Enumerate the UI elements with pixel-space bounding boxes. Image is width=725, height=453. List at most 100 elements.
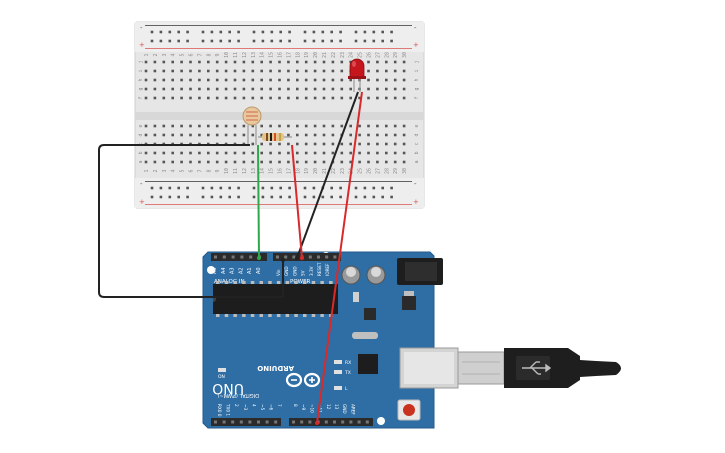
- breadboard-hole[interactable]: [296, 151, 299, 155]
- breadboard-hole[interactable]: [287, 142, 290, 146]
- header-pin[interactable]: [240, 255, 244, 259]
- rail-hole[interactable]: [219, 186, 223, 190]
- breadboard-hole[interactable]: [251, 60, 255, 64]
- breadboard-hole[interactable]: [215, 87, 219, 91]
- rail-hole[interactable]: [390, 39, 393, 43]
- breadboard-hole[interactable]: [304, 69, 308, 73]
- rail-hole[interactable]: [237, 186, 240, 190]
- breadboard-hole[interactable]: [260, 133, 263, 137]
- rail-hole[interactable]: [270, 30, 274, 34]
- rail-hole[interactable]: [252, 195, 256, 199]
- breadboard-hole[interactable]: [153, 69, 157, 73]
- breadboard-hole[interactable]: [287, 69, 290, 73]
- rail-hole[interactable]: [381, 30, 384, 34]
- breadboard-hole[interactable]: [198, 133, 201, 137]
- breadboard-hole[interactable]: [402, 96, 406, 100]
- breadboard-hole[interactable]: [251, 87, 255, 91]
- breadboard-hole[interactable]: [340, 69, 344, 73]
- breadboard-hole[interactable]: [180, 69, 183, 73]
- rail-hole[interactable]: [288, 195, 291, 199]
- led-icon[interactable]: [348, 58, 366, 92]
- rail-hole[interactable]: [168, 186, 172, 190]
- breadboard-hole[interactable]: [393, 69, 397, 73]
- breadboard-hole[interactable]: [269, 142, 272, 146]
- breadboard-hole[interactable]: [260, 60, 263, 64]
- breadboard-hole[interactable]: [340, 124, 344, 128]
- rail-hole[interactable]: [261, 30, 265, 34]
- breadboard-hole[interactable]: [171, 124, 174, 128]
- power-wire-red[interactable]: [291, 144, 303, 259]
- breadboard-hole[interactable]: [162, 69, 166, 73]
- breadboard-hole[interactable]: [393, 160, 397, 164]
- breadboard-hole[interactable]: [153, 124, 157, 128]
- breadboard-hole[interactable]: [251, 69, 255, 73]
- rail-hole[interactable]: [372, 195, 376, 199]
- breadboard-hole[interactable]: [358, 124, 361, 128]
- rail-hole[interactable]: [354, 195, 358, 199]
- breadboard-hole[interactable]: [402, 60, 406, 64]
- breadboard-hole[interactable]: [322, 60, 326, 64]
- rail-hole[interactable]: [312, 39, 316, 43]
- breadboard-hole[interactable]: [144, 69, 148, 73]
- breadboard-hole[interactable]: [296, 124, 299, 128]
- header-pin[interactable]: [324, 420, 328, 424]
- signal-wire-green[interactable]: [257, 144, 260, 259]
- breadboard-hole[interactable]: [198, 160, 201, 164]
- header-pin[interactable]: [274, 420, 278, 424]
- rail-hole[interactable]: [381, 39, 384, 43]
- breadboard-hole[interactable]: [233, 151, 237, 155]
- breadboard-hole[interactable]: [296, 87, 299, 91]
- header-pin[interactable]: [300, 420, 304, 424]
- rail-hole[interactable]: [159, 30, 163, 34]
- rail-hole[interactable]: [252, 30, 256, 34]
- breadboard-hole[interactable]: [340, 87, 344, 91]
- breadboard-hole[interactable]: [376, 133, 379, 137]
- breadboard-hole[interactable]: [322, 142, 326, 146]
- breadboard-hole[interactable]: [287, 96, 290, 100]
- breadboard-hole[interactable]: [153, 78, 157, 82]
- breadboard-hole[interactable]: [349, 78, 352, 82]
- breadboard-hole[interactable]: [313, 96, 317, 100]
- header-pin[interactable]: [308, 255, 312, 259]
- breadboard-hole[interactable]: [207, 151, 210, 155]
- header-pin[interactable]: [292, 420, 295, 424]
- breadboard-hole[interactable]: [304, 124, 308, 128]
- breadboard-hole[interactable]: [349, 96, 352, 100]
- rail-hole[interactable]: [279, 39, 282, 43]
- header-pin[interactable]: [231, 255, 235, 259]
- rail-hole[interactable]: [354, 186, 358, 190]
- ground-wire-black[interactable]: [98, 144, 284, 298]
- rail-hole[interactable]: [270, 195, 274, 199]
- breadboard-hole[interactable]: [402, 142, 406, 146]
- breadboard-hole[interactable]: [153, 60, 157, 64]
- rail-hole[interactable]: [252, 39, 256, 43]
- breadboard-hole[interactable]: [349, 160, 352, 164]
- breadboard-hole[interactable]: [385, 96, 388, 100]
- rail-hole[interactable]: [339, 39, 342, 43]
- breadboard-hole[interactable]: [180, 78, 183, 82]
- rail-hole[interactable]: [354, 30, 358, 34]
- breadboard-hole[interactable]: [162, 87, 166, 91]
- breadboard-hole[interactable]: [402, 160, 406, 164]
- breadboard-hole[interactable]: [304, 60, 308, 64]
- breadboard-hole[interactable]: [144, 96, 148, 100]
- header-pin[interactable]: [222, 420, 226, 424]
- breadboard-hole[interactable]: [322, 151, 326, 155]
- breadboard-hole[interactable]: [385, 160, 388, 164]
- breadboard-hole[interactable]: [269, 160, 272, 164]
- breadboard-hole[interactable]: [376, 151, 379, 155]
- resistor-icon[interactable]: [258, 133, 292, 141]
- rail-hole[interactable]: [288, 186, 291, 190]
- breadboard-hole[interactable]: [313, 151, 317, 155]
- breadboard-hole[interactable]: [215, 60, 219, 64]
- usb-cable-icon[interactable]: [457, 348, 621, 388]
- breadboard-hole[interactable]: [304, 87, 308, 91]
- breadboard-hole[interactable]: [189, 151, 192, 155]
- breadboard-hole[interactable]: [393, 124, 397, 128]
- breadboard-hole[interactable]: [260, 87, 263, 91]
- header-pin[interactable]: [222, 255, 226, 259]
- breadboard-hole[interactable]: [296, 78, 299, 82]
- breadboard-hole[interactable]: [260, 124, 263, 128]
- breadboard-hole[interactable]: [251, 124, 255, 128]
- reset-button-cap[interactable]: [403, 404, 415, 416]
